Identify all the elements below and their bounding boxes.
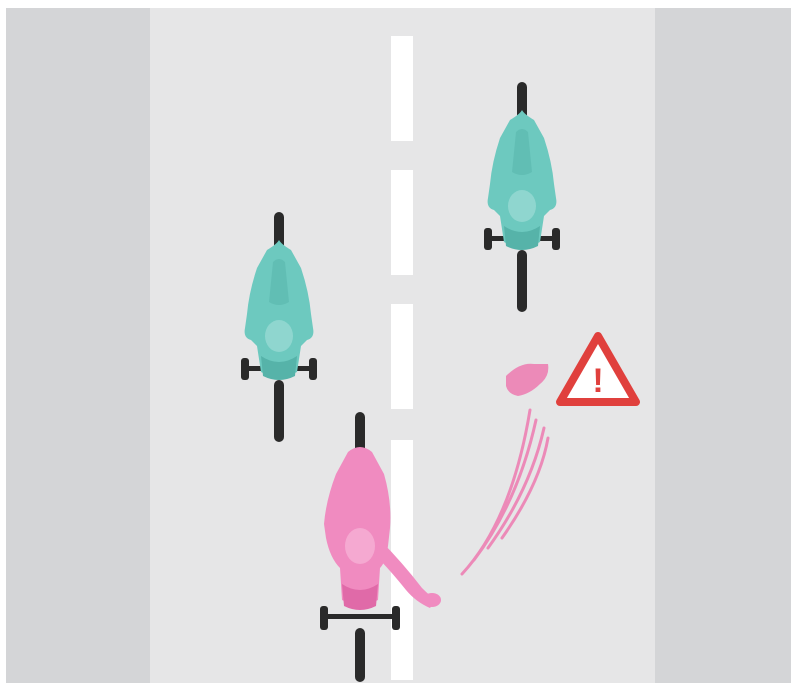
warning-symbol: !: [592, 362, 603, 400]
left-shoulder: [0, 0, 150, 691]
right-shoulder: [655, 0, 791, 691]
